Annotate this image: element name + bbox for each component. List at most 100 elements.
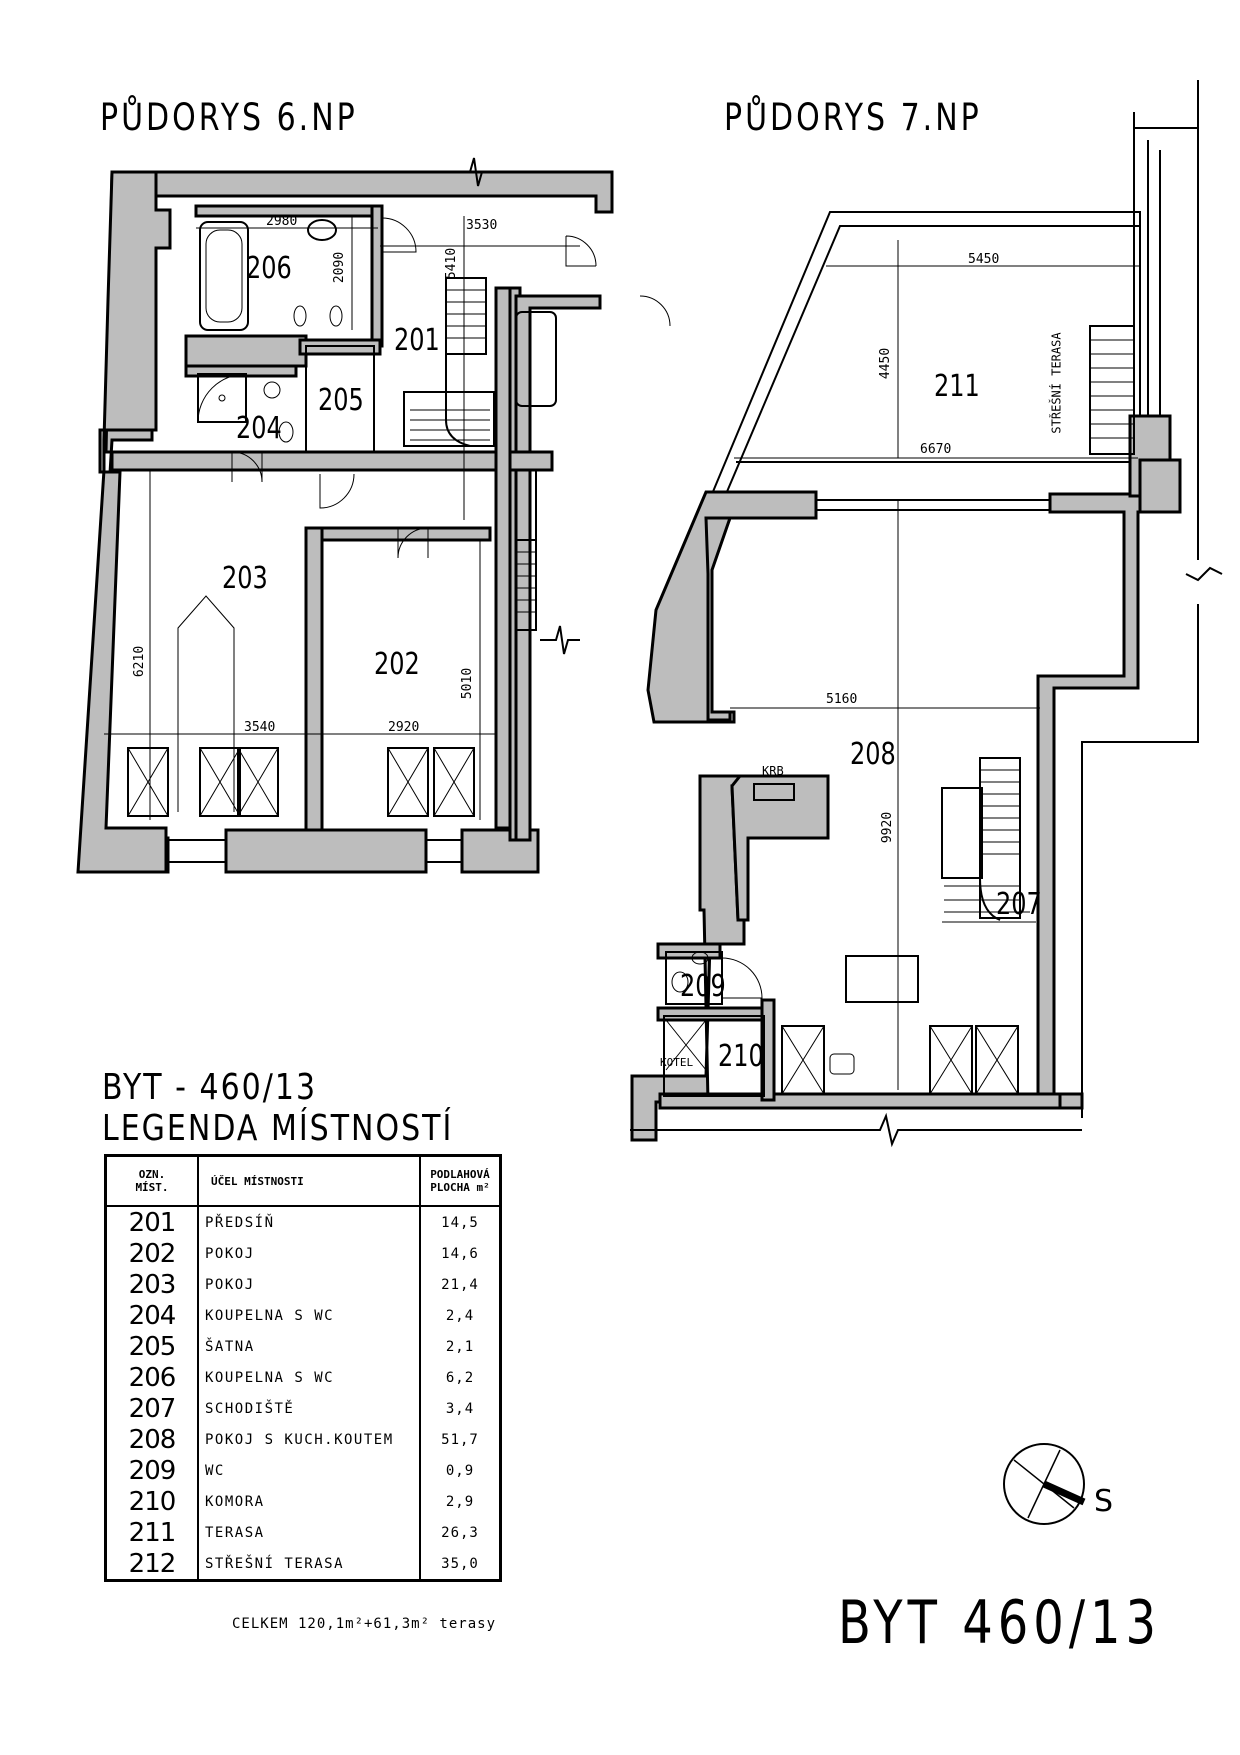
legend-cell-area: 21,4: [419, 1269, 502, 1300]
room-205-box: [305, 345, 375, 453]
bathtub-206: [199, 221, 249, 331]
room-label-206: 206: [246, 250, 292, 286]
room-label-202: 202: [374, 646, 420, 682]
legend-cell-id: 201: [104, 1206, 199, 1238]
legend-cell-name: POKOJ: [197, 1238, 421, 1269]
floor6-dimension-lines: [104, 216, 580, 820]
floor7-wall-208-left: [704, 516, 733, 722]
floor6-wall-202-203: [304, 526, 324, 832]
legend-cell-id: 205: [104, 1331, 199, 1362]
legend-cell-name: POKOJ: [197, 1269, 421, 1300]
floor7-bottom-wall-right: [1058, 1092, 1084, 1110]
toilet-206-a: [293, 305, 307, 327]
floor6-plan: [76, 157, 671, 874]
dim-5160: 5160: [826, 692, 858, 707]
door-202: [397, 527, 429, 559]
room-label-203: 203: [222, 560, 268, 596]
legend-cell-area: 2,9: [419, 1486, 502, 1517]
legend-heading: BYT - 460/13 LEGENDA MÍSTNOSTÍ: [102, 1067, 454, 1150]
room-label-205: 205: [318, 382, 364, 418]
roof-windows-7np: [781, 1025, 1019, 1095]
door-204: [231, 451, 263, 483]
wall-210: [656, 1006, 770, 1022]
terrace-stairs: [1089, 325, 1135, 455]
toilet-209: [671, 971, 689, 993]
dim-3540: 3540: [244, 720, 276, 735]
dim-2090: 2090: [332, 251, 348, 284]
legend-cell-area: 6,2: [419, 1362, 502, 1393]
title-floor7: PŮDORYS 7.NP: [724, 96, 982, 140]
door-top: [565, 235, 597, 267]
legend-cell-area: 51,7: [419, 1424, 502, 1455]
door-205: [319, 473, 355, 509]
legend-cell-area: 2,1: [419, 1331, 502, 1362]
floor6-outer-wall: [84, 170, 614, 874]
door-206: [381, 217, 417, 253]
dormer-203: [177, 595, 235, 812]
legend-cell-id: 207: [104, 1393, 199, 1424]
legend-cell-area: 3,4: [419, 1393, 502, 1424]
north-arrow-letter: S: [1094, 1484, 1114, 1519]
floor7-stairs-207: [941, 757, 1036, 923]
legend-cell-id: 203: [104, 1269, 199, 1300]
legend-cell-name: SCHODIŠTĚ: [197, 1393, 421, 1424]
floor7-right-wall: [1036, 492, 1142, 1096]
fireplace-krb: [730, 774, 830, 922]
shower-204: [197, 373, 247, 423]
floor6-right-wall-2: [514, 294, 602, 842]
dim-3530: 3530: [466, 218, 498, 233]
legend-cell-name: KOUPELNA S WC: [197, 1362, 421, 1393]
dim-5450: 5450: [968, 252, 1000, 267]
dim-2920: 2920: [388, 720, 420, 735]
legend-header-id: OZN.MÍST.: [104, 1154, 199, 1207]
label-krb: KRB: [762, 764, 784, 778]
room-label-208: 208: [850, 736, 896, 772]
floor6-wall-206-bottom: [184, 334, 308, 368]
room-label-207: 207: [996, 886, 1042, 922]
legend-cell-area: 14,6: [419, 1238, 502, 1269]
legend-cell-id: 211: [104, 1517, 199, 1548]
legend-header-purpose: ÚČEL MÍSTNOSTI: [197, 1154, 421, 1207]
legend-cell-area: 14,5: [419, 1206, 502, 1238]
room-label-209: 209: [680, 968, 726, 1004]
north-arrow-icon: [1003, 1443, 1086, 1525]
sink-206: [307, 219, 337, 241]
legend-cell-id: 209: [104, 1455, 199, 1486]
dim-4450: 4450: [878, 347, 894, 380]
legend-cell-name: STŘEŠNÍ TERASA: [197, 1548, 421, 1581]
legend-cell-name: TERASA: [197, 1517, 421, 1548]
legend-cell-area: 26,3: [419, 1517, 502, 1548]
floor7-break-line: [630, 1112, 1082, 1148]
floor6-stairs: [403, 277, 495, 447]
floor7-plan: [630, 80, 1223, 1148]
legend-cell-id: 202: [104, 1238, 199, 1269]
door-201: [639, 295, 671, 327]
floor7-dimension-lines: [730, 240, 1140, 1090]
floor6-break-line: [440, 157, 550, 187]
roof-windows-6np: [127, 747, 475, 817]
legend-title: LEGENDA MÍSTNOSTÍ: [102, 1107, 454, 1150]
room-label-201: 201: [394, 322, 440, 358]
toilet-206-b: [329, 305, 343, 327]
legend-cell-id: 210: [104, 1486, 199, 1517]
room-210-box: [663, 1015, 765, 1097]
room-label-211: 211: [934, 368, 980, 404]
legend-cell-name: PŘEDSÍŇ: [197, 1206, 421, 1238]
legend-cell-id: 212: [104, 1548, 199, 1581]
legend-cell-name: KOUPELNA S WC: [197, 1300, 421, 1331]
terrace-211-outline: [711, 211, 1141, 495]
dim-6210: 6210: [132, 645, 148, 678]
